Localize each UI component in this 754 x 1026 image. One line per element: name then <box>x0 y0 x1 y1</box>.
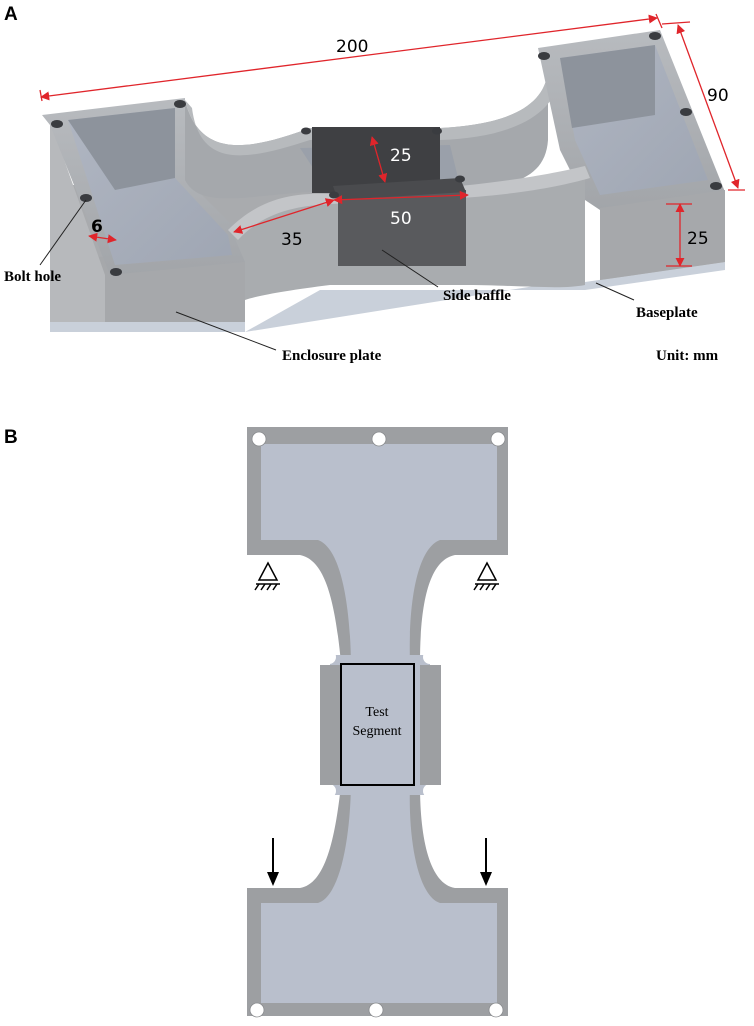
panel-b: B Test Segment <box>4 427 508 1018</box>
bolt-hole <box>174 100 186 108</box>
dim-width-label: 90 <box>707 86 729 106</box>
test-segment-label-line1: Test <box>365 705 388 720</box>
right-box-inner-wall <box>560 45 655 128</box>
test-segment-box <box>340 663 415 786</box>
bolt-hole <box>329 191 339 199</box>
dim-length-label: 200 <box>336 37 368 57</box>
dim-offset-line <box>233 198 335 234</box>
callout-baseplate: Baseplate <box>636 305 698 321</box>
dim-width-line <box>676 24 740 189</box>
bolt-hole <box>249 1002 265 1018</box>
bolt-hole <box>649 32 661 40</box>
neck-edges <box>320 665 441 785</box>
front-curved-wall-top <box>228 166 590 240</box>
dim-offset-label: 35 <box>281 230 303 250</box>
frame-bolt-holes <box>249 431 506 1018</box>
test-segment-label-line2: Segment <box>353 724 402 739</box>
unit-label: Unit: mm <box>656 348 719 364</box>
panel-a-label: A <box>4 4 18 25</box>
dim-side-baffle-length-label: 50 <box>390 209 412 229</box>
load-arrow-icon <box>267 838 279 886</box>
left-box-side-wall <box>50 120 105 322</box>
right-box-front-wall <box>600 190 725 280</box>
callout-side-baffle: Side baffle <box>443 288 511 304</box>
callout-leaders <box>39 199 635 351</box>
bolt-hole <box>80 194 92 202</box>
bolt-hole <box>488 1002 504 1018</box>
panel-b-label: B <box>4 427 18 448</box>
bolt-hole <box>680 108 692 116</box>
bolt-hole <box>538 52 550 60</box>
bolt-hole <box>368 1002 384 1018</box>
neck-notches <box>322 650 437 798</box>
dim-thickness-label: 6 <box>91 217 103 237</box>
callout-bolt-hole: Bolt hole <box>4 269 61 285</box>
bolt-hole <box>251 431 267 447</box>
bolt-hole <box>710 182 722 190</box>
panel-a: A <box>4 4 745 364</box>
load-arrow-icon <box>480 838 492 886</box>
bolt-hole <box>371 431 387 447</box>
bolt-hole <box>301 127 311 135</box>
dim-thickness-line <box>88 232 117 244</box>
dim-length-line <box>40 14 658 101</box>
left-box-inner-wall <box>68 108 175 190</box>
dim-side-baffle-width-label: 25 <box>390 146 412 166</box>
specimen-inner <box>261 444 497 1003</box>
dim-baffle-length-line <box>333 190 469 205</box>
fixed-support-icon <box>254 561 280 591</box>
fixed-support-icon <box>473 561 499 591</box>
back-curved-wall-top <box>185 70 560 156</box>
bolt-hole <box>110 268 122 276</box>
bolt-hole <box>432 127 442 135</box>
bolt-hole <box>490 431 506 447</box>
bolt-hole <box>51 120 63 128</box>
dim-baffle-width-line <box>369 136 388 183</box>
bolt-hole <box>455 175 465 183</box>
dimension-lines <box>39 13 745 267</box>
callout-enclosure-plate: Enclosure plate <box>282 348 382 364</box>
dim-height-label: 25 <box>687 229 709 249</box>
baseplate-body <box>50 262 725 332</box>
